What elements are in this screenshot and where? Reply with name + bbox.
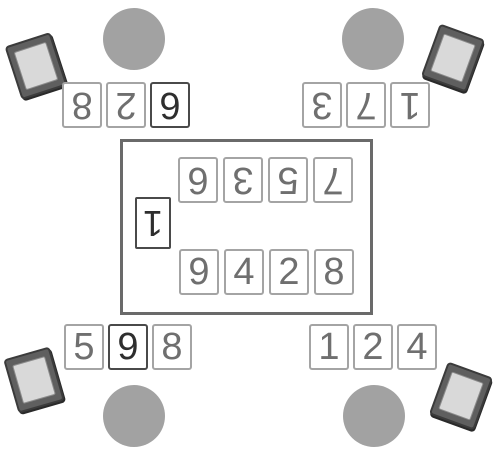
board-row-top: 7 5 3 6 bbox=[178, 157, 353, 203]
deck-bottom-right[interactable] bbox=[429, 361, 493, 430]
hand-card[interactable]: 8 bbox=[152, 324, 192, 370]
board-card[interactable]: 8 bbox=[314, 249, 354, 295]
hand-bottom-left: 5 9 8 bbox=[64, 324, 192, 370]
hand-top-right: 1 7 3 bbox=[302, 82, 430, 128]
game-board: 7 5 3 6 1 9 4 2 8 bbox=[120, 139, 373, 315]
hand-top-left: 6 2 8 bbox=[62, 82, 190, 128]
hand-card[interactable]: 8 bbox=[62, 82, 102, 128]
hand-bottom-right: 1 2 4 bbox=[309, 324, 437, 370]
hand-card[interactable]: 2 bbox=[106, 82, 146, 128]
board-card[interactable]: 9 bbox=[179, 249, 219, 295]
hand-card[interactable]: 6 bbox=[150, 82, 190, 128]
hand-card[interactable]: 7 bbox=[346, 82, 386, 128]
deck-bottom-left[interactable] bbox=[3, 346, 65, 413]
avatar-top-right bbox=[342, 8, 404, 70]
card-back-icon bbox=[14, 42, 59, 91]
card-back-icon bbox=[12, 356, 56, 404]
board-row-bottom: 9 4 2 8 bbox=[179, 249, 354, 295]
board-card[interactable]: 7 bbox=[313, 157, 353, 203]
deck-top-left[interactable] bbox=[5, 32, 68, 100]
hand-card[interactable]: 4 bbox=[397, 324, 437, 370]
deck-top-right[interactable] bbox=[421, 23, 485, 92]
board-card[interactable]: 5 bbox=[268, 157, 308, 203]
board-single-card[interactable]: 1 bbox=[135, 197, 171, 249]
avatar-bottom-right bbox=[343, 385, 405, 447]
hand-card[interactable]: 2 bbox=[353, 324, 393, 370]
hand-card[interactable]: 9 bbox=[108, 324, 148, 370]
avatar-bottom-left bbox=[103, 385, 165, 447]
hand-card[interactable]: 3 bbox=[302, 82, 342, 128]
hand-card[interactable]: 1 bbox=[309, 324, 349, 370]
board-card[interactable]: 3 bbox=[223, 157, 263, 203]
hand-card[interactable]: 5 bbox=[64, 324, 104, 370]
card-back-icon bbox=[438, 371, 484, 420]
hand-card[interactable]: 1 bbox=[390, 82, 430, 128]
card-back-icon bbox=[430, 33, 476, 82]
board-card[interactable]: 6 bbox=[178, 157, 218, 203]
avatar-top-left bbox=[103, 8, 165, 70]
board-card[interactable]: 4 bbox=[224, 249, 264, 295]
board-card[interactable]: 2 bbox=[269, 249, 309, 295]
